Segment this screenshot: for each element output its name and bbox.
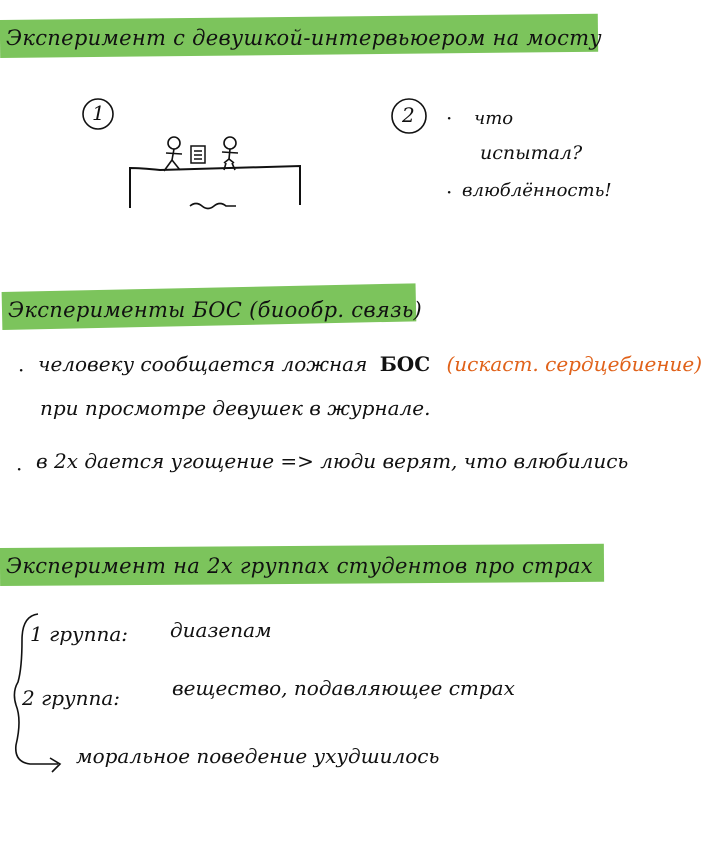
item-number-1-circle [82,98,114,130]
group-1-value: диазепам [170,618,272,642]
question-felt-text: испытал? [480,142,583,164]
bullet-dot: · [16,457,23,481]
water-icon [189,202,236,210]
bos-bullet-text: человеку сообщается ложная [38,352,368,376]
arrow-icon [49,757,62,773]
section-heading-fear-experiment: Эксперимент на 2х группах студентов про … [6,554,593,578]
answer-love-text: влюблённость! [462,180,612,201]
group-2-label: 2 группа: [22,686,121,710]
question-what-text: что [474,108,514,129]
bos-bullet-line2: при просмотре девушек в журнале. [40,396,431,420]
bos-fake-heartbeat-note: (искаст. сердцебиение) [446,352,703,376]
bullet-dot: · [446,106,453,130]
person-icon [163,136,183,172]
bullet-dot: · [446,180,453,204]
group-2-value: вещество, подавляющее страх [172,676,515,700]
girl-interviewer-icon [221,136,239,171]
bos-label: БОС [379,352,431,376]
section-heading-bos-experiment: Эксперименты БОС (биообр. связь) [8,298,423,322]
bos-bullet-2: в 2х дается угощение => люди верят, что … [36,449,629,473]
item-number-2: 2 [402,103,415,127]
item-number-2-circle [391,98,427,134]
bridge-icon [129,164,301,208]
item-number-1: 1 [92,101,105,125]
group-1-label: 1 группа: [30,622,129,646]
section-heading-bridge-experiment: Эксперимент с девушкой-интервьюером на м… [6,26,602,50]
bullet-dot: · [18,358,25,382]
bos-bullet-line1: человеку сообщается ложная БОС (искаст. … [38,352,702,376]
fear-result: моральное поведение ухудшилось [76,744,440,768]
brace-icon [13,613,58,765]
questionnaire-icon [190,145,206,164]
